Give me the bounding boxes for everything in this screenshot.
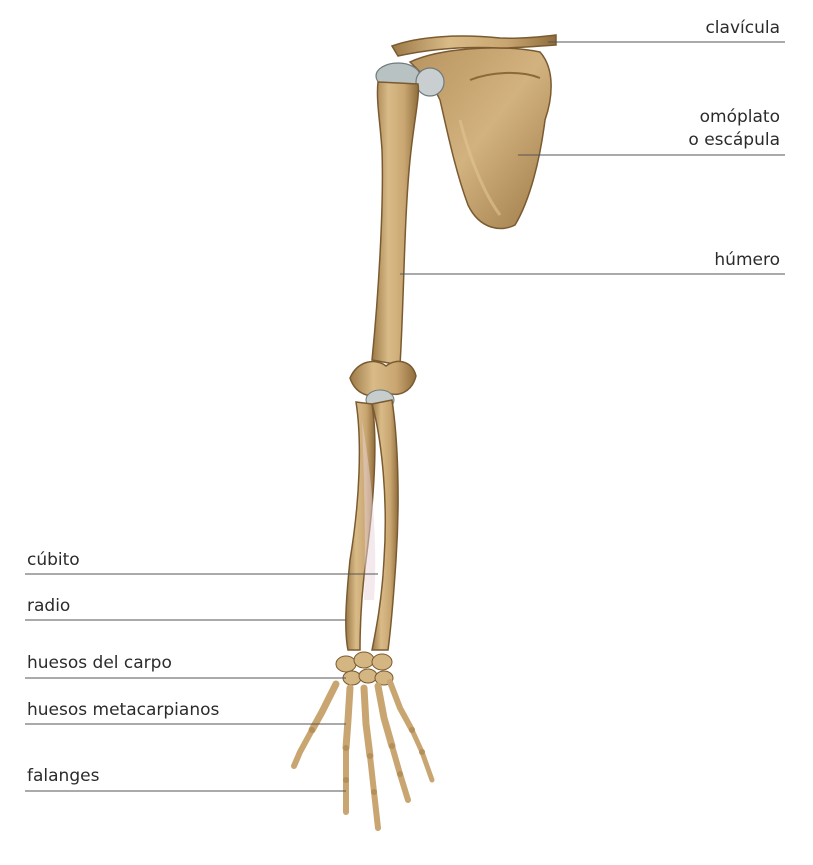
label-omoplato-line1: omóplato (700, 107, 780, 127)
carpal-bones (336, 652, 393, 685)
label-falanges: falanges (27, 766, 99, 786)
radius-shape (372, 400, 398, 650)
label-carpo: huesos del carpo (27, 653, 172, 673)
label-clavicula: clavícula (705, 18, 780, 38)
label-cubito: cúbito (27, 550, 80, 570)
label-omoplato-line2: o escápula (688, 130, 780, 150)
label-metacarpianos: huesos metacarpianos (27, 700, 219, 720)
humerus-shaft (372, 82, 418, 365)
label-humero: húmero (714, 250, 780, 270)
label-radio: radio (27, 596, 70, 616)
hand-bones (294, 682, 432, 828)
